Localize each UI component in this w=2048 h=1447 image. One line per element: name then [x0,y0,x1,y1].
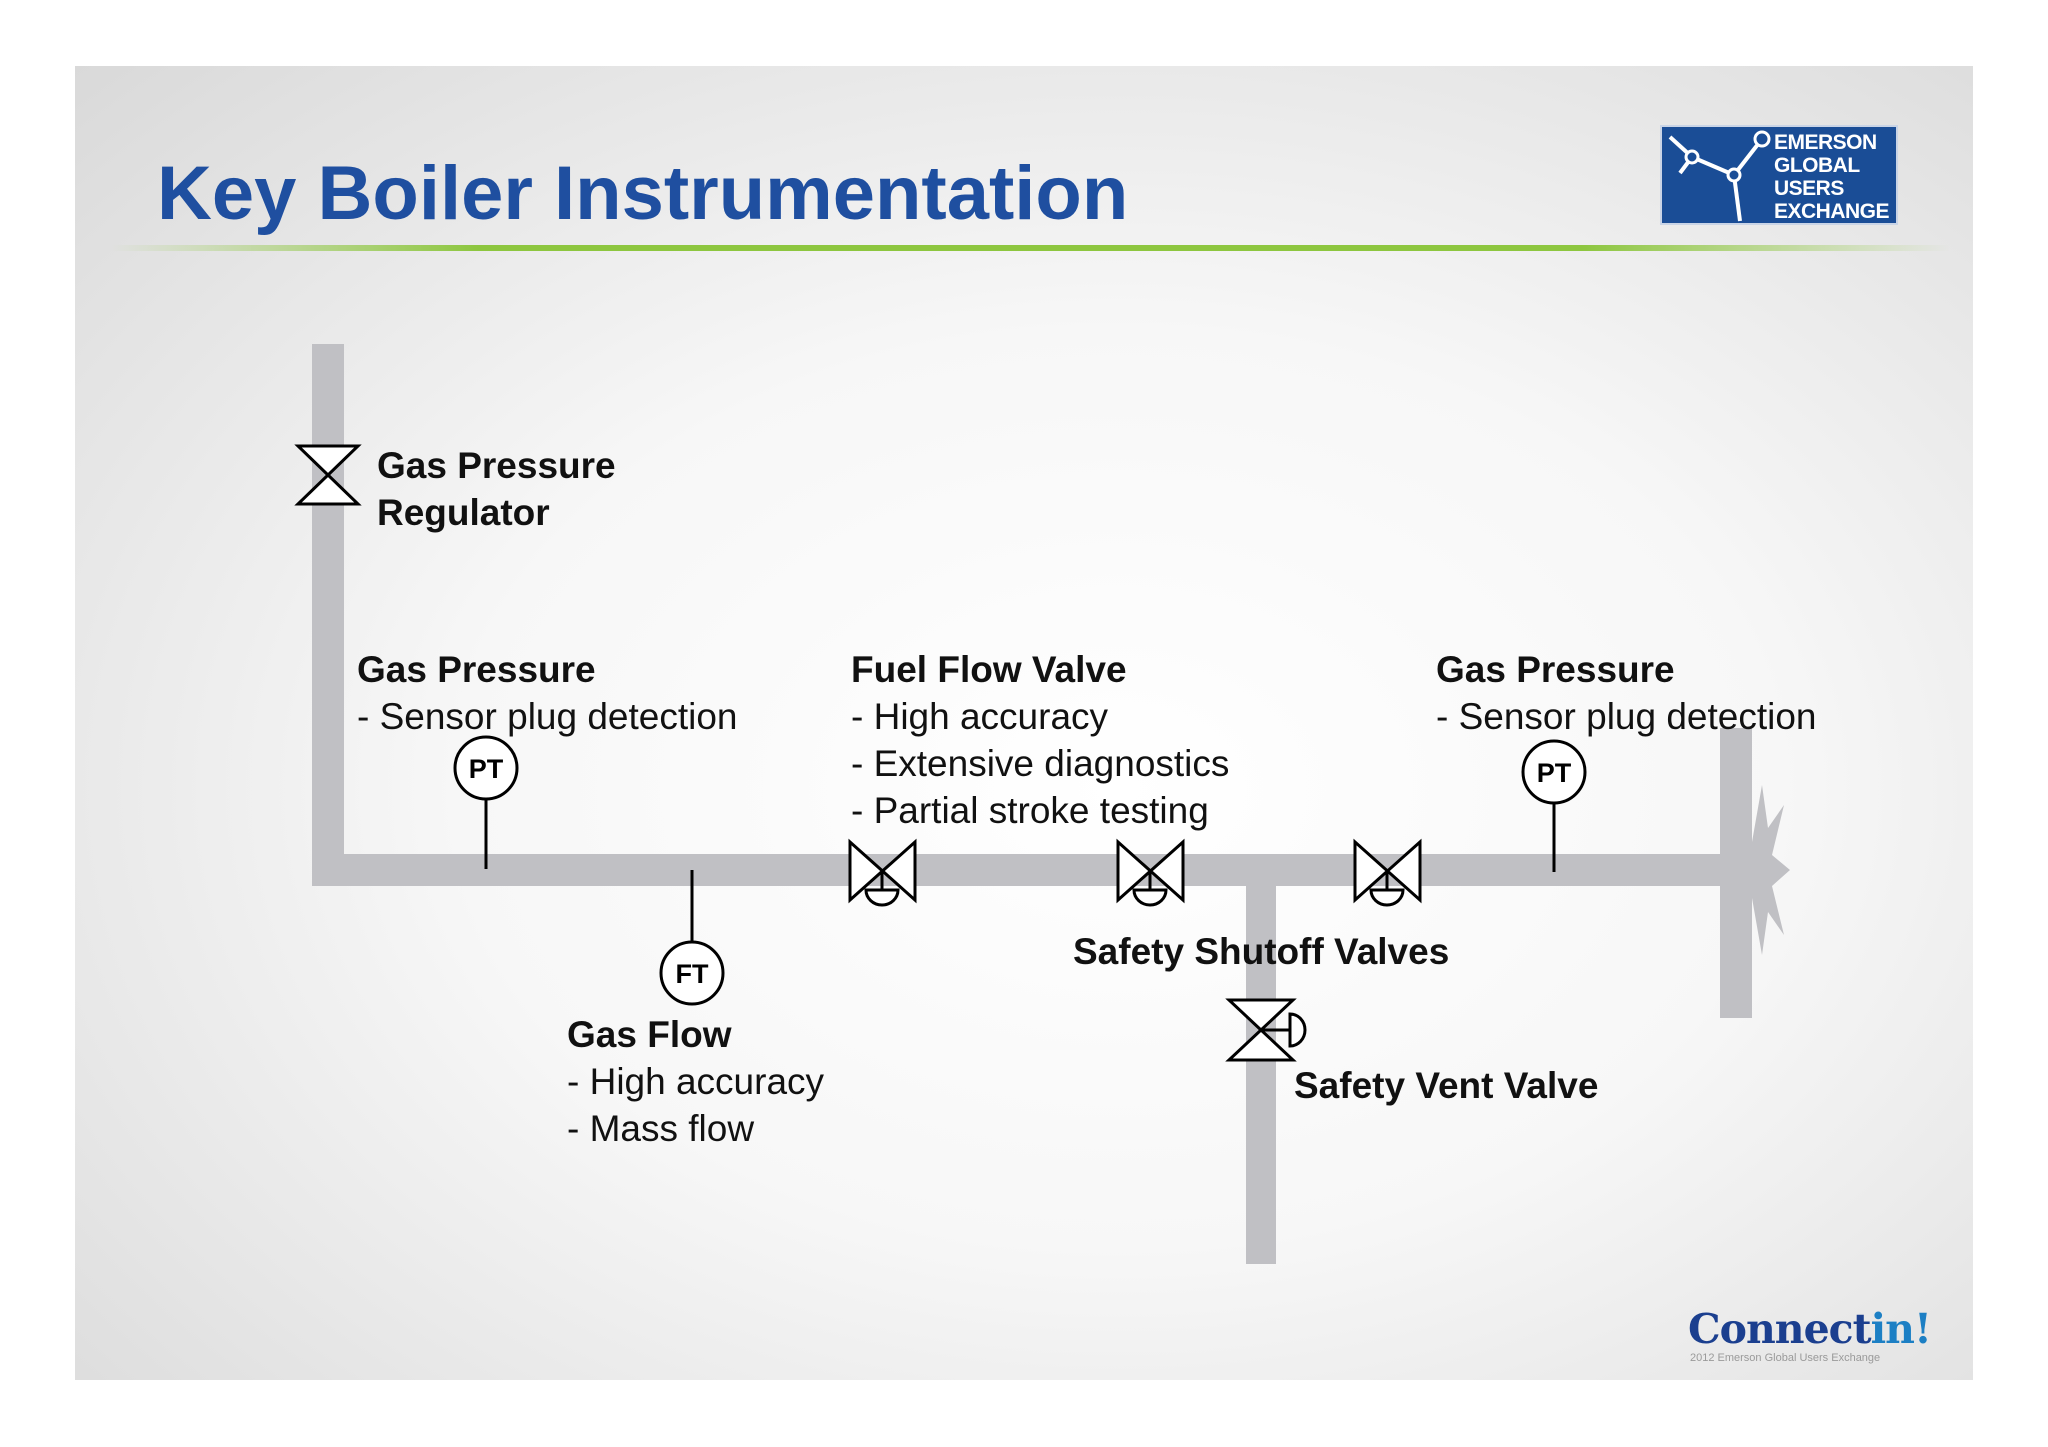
burner-pipe [1720,728,1752,1018]
gas-flow-heading: Gas Flow [567,1014,732,1055]
footer-copyright: 2012 Emerson Global Users Exchange [1690,1352,1881,1364]
title-underline [110,245,1950,251]
ft-bubble [659,940,725,1006]
logo-text: EMERSON GLOBAL USERS EXCHANGE [1774,131,1890,223]
slide-title: Key Boiler Instrumentation [157,151,1129,236]
safety-vent-label: Safety Vent Valve [1294,1062,1598,1109]
regulator-heading-line2: Regulator [377,492,550,533]
safety-vent-valve-icon [1225,998,1307,1062]
pipes [312,344,1752,1264]
connect-brand: Connect [1688,1305,1872,1353]
safety-shutoff-heading: Safety Shutoff Valves [1073,931,1450,972]
ft-instrument: FT [659,870,725,1006]
pt-right-instrument: PT [1521,739,1587,872]
pt-right-tag: PT [1537,758,1572,788]
gas-flow-item: - Mass flow [567,1108,755,1149]
gas-pressure-left-heading: Gas Pressure [357,649,596,690]
fuel-flow-valve-item: - Extensive diagnostics [851,743,1230,784]
logo-line: EXCHANGE [1774,200,1890,223]
emerson-logo: EMERSON GLOBAL USERS EXCHANGE [1660,125,1898,225]
fuel-flow-valve-label: Fuel Flow Valve - High accuracy - Extens… [851,646,1229,834]
pressure-regulator-icon [294,444,362,506]
safety-shutoff-label: Safety Shutoff Valves [1073,928,1449,975]
safety-vent-heading: Safety Vent Valve [1294,1065,1599,1106]
logo-line: GLOBAL [1774,154,1860,177]
regulator-label: Gas Pressure Regulator [377,442,616,536]
vent-pipe [1246,870,1276,1264]
gas-pressure-right-label: Gas Pressure - Sensor plug detection [1436,646,1817,740]
gas-pressure-left-label: Gas Pressure - Sensor plug detection [357,646,738,740]
gas-pressure-right-item: - Sensor plug detection [1436,696,1817,737]
regulator-heading-line1: Gas Pressure [377,445,616,486]
gas-flow-item: - High accuracy [567,1061,825,1102]
fuel-flow-valve-icon [848,838,917,907]
main-gas-pipe [312,854,1724,886]
pt-right-bubble [1521,739,1587,805]
safety-shutoff-valve-1-icon [1116,838,1185,907]
safety-shutoff-valve-2-icon [1353,838,1422,907]
connect-in-logo: Connectin! [1688,1305,1932,1353]
slide-background [75,66,1973,1380]
pt-left-instrument: PT [453,735,519,869]
ft-tag: FT [676,959,709,989]
burner-flame-icon [1752,785,1790,955]
inlet-pipe-vertical [312,344,344,884]
connect-brand-accent: in! [1870,1305,1932,1353]
gas-pressure-left-item: - Sensor plug detection [357,696,738,737]
logo-line: USERS [1774,177,1844,200]
gas-flow-label: Gas Flow - High accuracy - Mass flow [567,1011,824,1152]
fuel-flow-valve-item: - Partial stroke testing [851,790,1209,831]
molecule-icon [1668,130,1771,222]
pt-left-tag: PT [469,754,504,784]
fuel-flow-valve-heading: Fuel Flow Valve [851,649,1127,690]
fuel-flow-valve-item: - High accuracy [851,696,1109,737]
gas-pressure-right-heading: Gas Pressure [1436,649,1675,690]
pt-left-bubble [453,735,519,801]
logo-line: EMERSON [1774,131,1877,154]
